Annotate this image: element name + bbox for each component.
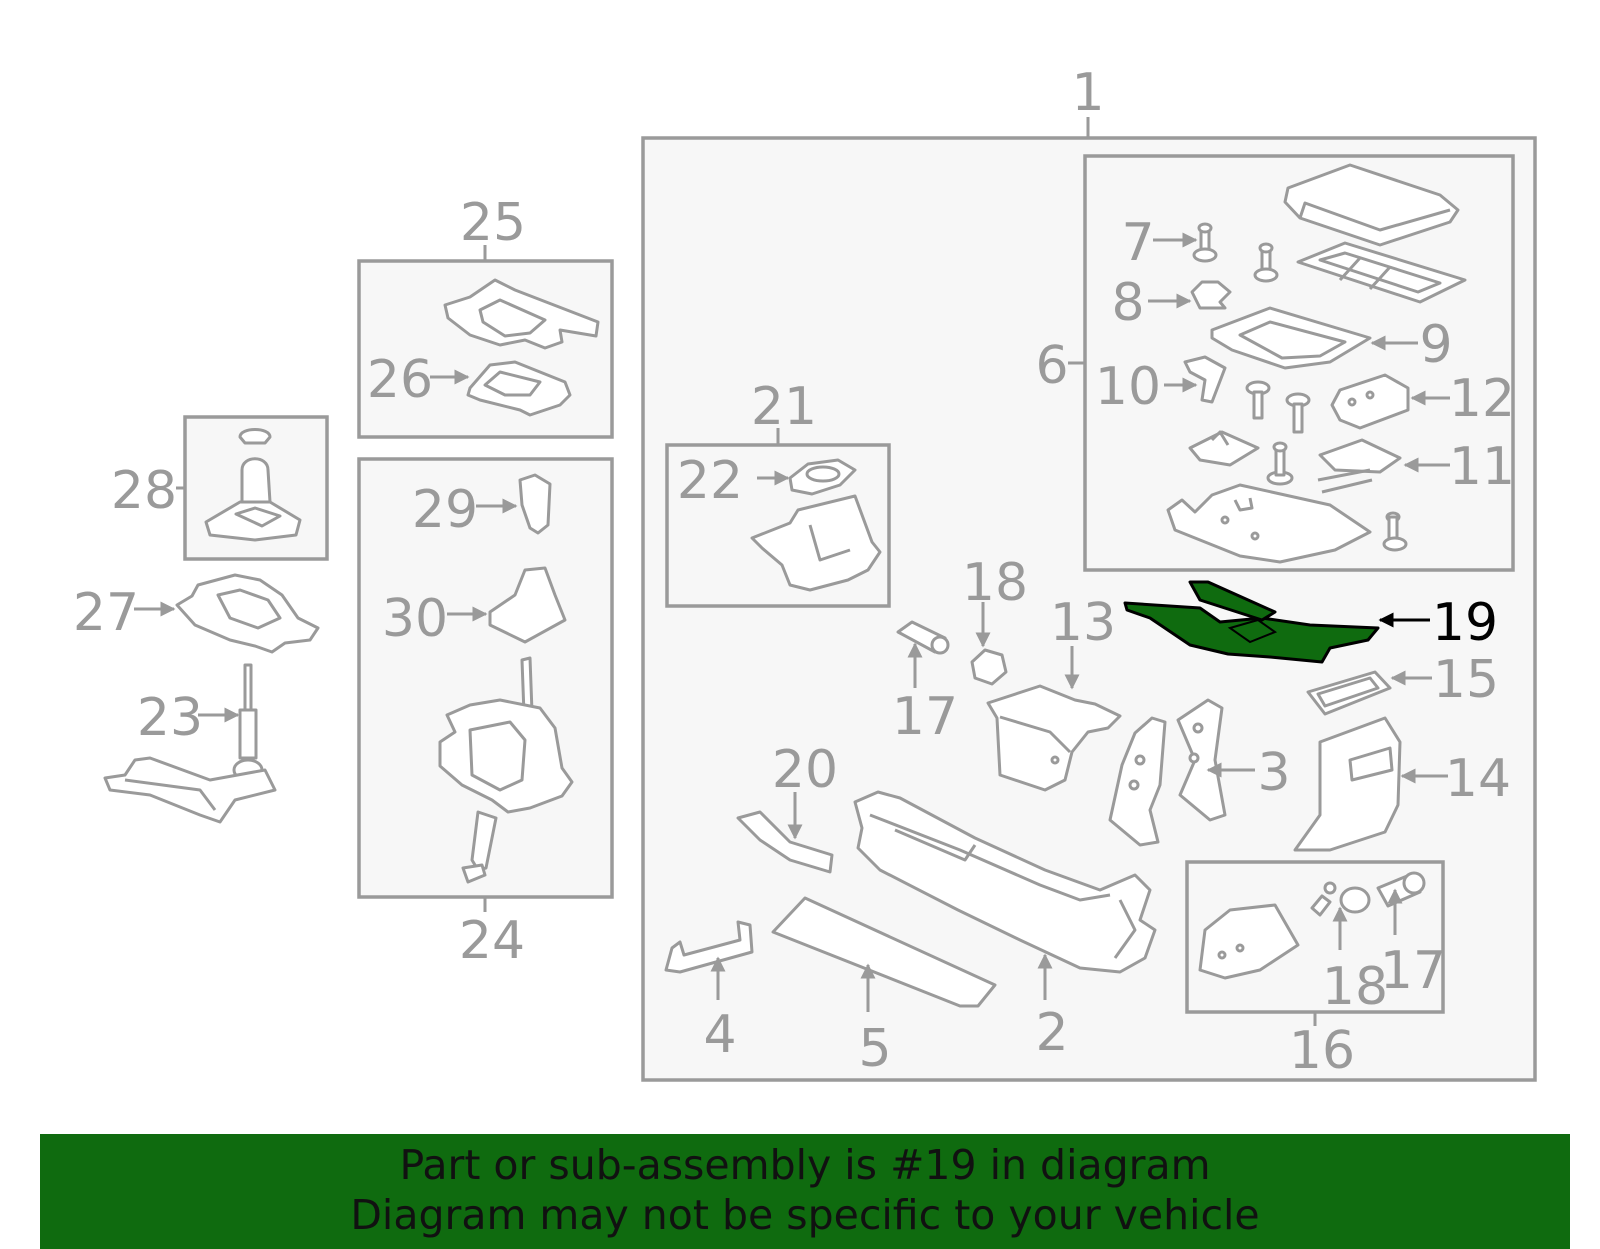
parts-diagram: 1 6 7 8 9 10 12 11 21 22 19 18 13 17 15 … bbox=[73, 63, 1537, 1082]
clip-8 bbox=[1190, 280, 1232, 310]
screw-lower bbox=[1266, 441, 1294, 486]
bezel-25 bbox=[443, 278, 600, 350]
plug-18b bbox=[1339, 886, 1371, 914]
screw-mid-b bbox=[1285, 392, 1311, 434]
callout-11: 11 bbox=[1449, 437, 1515, 497]
callout-5: 5 bbox=[858, 1019, 891, 1079]
callout-30: 30 bbox=[382, 589, 448, 649]
storage-box-13 bbox=[986, 684, 1122, 792]
callout-10: 10 bbox=[1095, 357, 1161, 417]
callout-2: 2 bbox=[1035, 1003, 1068, 1063]
callout-17: 17 bbox=[892, 687, 958, 747]
screw-7 bbox=[1192, 222, 1218, 263]
callout-24: 24 bbox=[459, 911, 525, 971]
bin-base bbox=[1166, 483, 1372, 564]
callout-23: 23 bbox=[137, 688, 203, 748]
bracket-16 bbox=[1198, 903, 1300, 980]
lid-inner-panel bbox=[1296, 241, 1467, 304]
callout-18b: 18 bbox=[1322, 957, 1388, 1017]
grommet-18 bbox=[970, 648, 1008, 686]
callout-7: 7 bbox=[1121, 213, 1154, 273]
knob-29 bbox=[518, 473, 552, 535]
boot-30 bbox=[488, 566, 567, 644]
tray-9 bbox=[1210, 306, 1372, 370]
callout-21: 21 bbox=[751, 377, 817, 437]
callout-27: 27 bbox=[73, 583, 139, 643]
panel-14 bbox=[1293, 716, 1402, 852]
bezel-26 bbox=[466, 360, 572, 417]
callout-20: 20 bbox=[772, 740, 838, 800]
callout-1: 1 bbox=[1071, 63, 1104, 123]
shifter-24 bbox=[438, 656, 574, 884]
latch-left bbox=[1188, 430, 1260, 467]
callout-8: 8 bbox=[1111, 273, 1144, 333]
info-banner: Part or sub-assembly is #19 in diagram D… bbox=[40, 1134, 1570, 1249]
trim-strip-5 bbox=[771, 896, 997, 1008]
callout-15: 15 bbox=[1433, 650, 1499, 710]
housing-27 bbox=[175, 573, 320, 654]
callout-19-highlighted: 19 bbox=[1432, 593, 1498, 653]
bracket-10 bbox=[1183, 355, 1227, 404]
callout-3: 3 bbox=[1257, 743, 1290, 803]
callout-18: 18 bbox=[962, 553, 1028, 613]
cup-holder-21 bbox=[750, 494, 882, 592]
callout-29: 29 bbox=[412, 480, 478, 540]
cup-insert-22 bbox=[788, 458, 857, 496]
trim-20 bbox=[736, 810, 834, 874]
banner-line-1: Part or sub-assembly is #19 in diagram bbox=[399, 1141, 1211, 1189]
shift-knob-28 bbox=[204, 428, 302, 542]
callout-16: 16 bbox=[1289, 1021, 1355, 1081]
callout-28: 28 bbox=[111, 461, 177, 521]
hinge-11 bbox=[1317, 438, 1402, 494]
callout-12: 12 bbox=[1449, 369, 1515, 429]
panel-12 bbox=[1330, 373, 1410, 430]
callout-13: 13 bbox=[1050, 593, 1116, 653]
banner-line-2: Diagram may not be specific to your vehi… bbox=[350, 1191, 1260, 1239]
callout-14: 14 bbox=[1445, 749, 1511, 809]
screw-bottom bbox=[1382, 511, 1408, 552]
console-2 bbox=[853, 790, 1157, 974]
bracket-4 bbox=[664, 920, 754, 974]
callout-25: 25 bbox=[460, 193, 526, 253]
reinforcement-19-highlighted bbox=[1123, 580, 1380, 664]
screw-mid-a bbox=[1245, 380, 1271, 420]
callout-9: 9 bbox=[1419, 315, 1452, 375]
callout-26: 26 bbox=[367, 350, 433, 410]
bracket-3 bbox=[1108, 698, 1227, 847]
shifter-23 bbox=[103, 663, 277, 824]
callout-4: 4 bbox=[703, 1005, 736, 1065]
plug-17 bbox=[896, 620, 950, 655]
callout-6: 6 bbox=[1035, 336, 1068, 396]
clip-16 bbox=[1310, 881, 1337, 917]
bezel-15 bbox=[1306, 670, 1392, 716]
callout-22: 22 bbox=[677, 451, 743, 511]
callout-17b: 17 bbox=[1380, 941, 1446, 1001]
armrest-lid bbox=[1283, 163, 1460, 247]
screw-upper bbox=[1253, 242, 1279, 283]
